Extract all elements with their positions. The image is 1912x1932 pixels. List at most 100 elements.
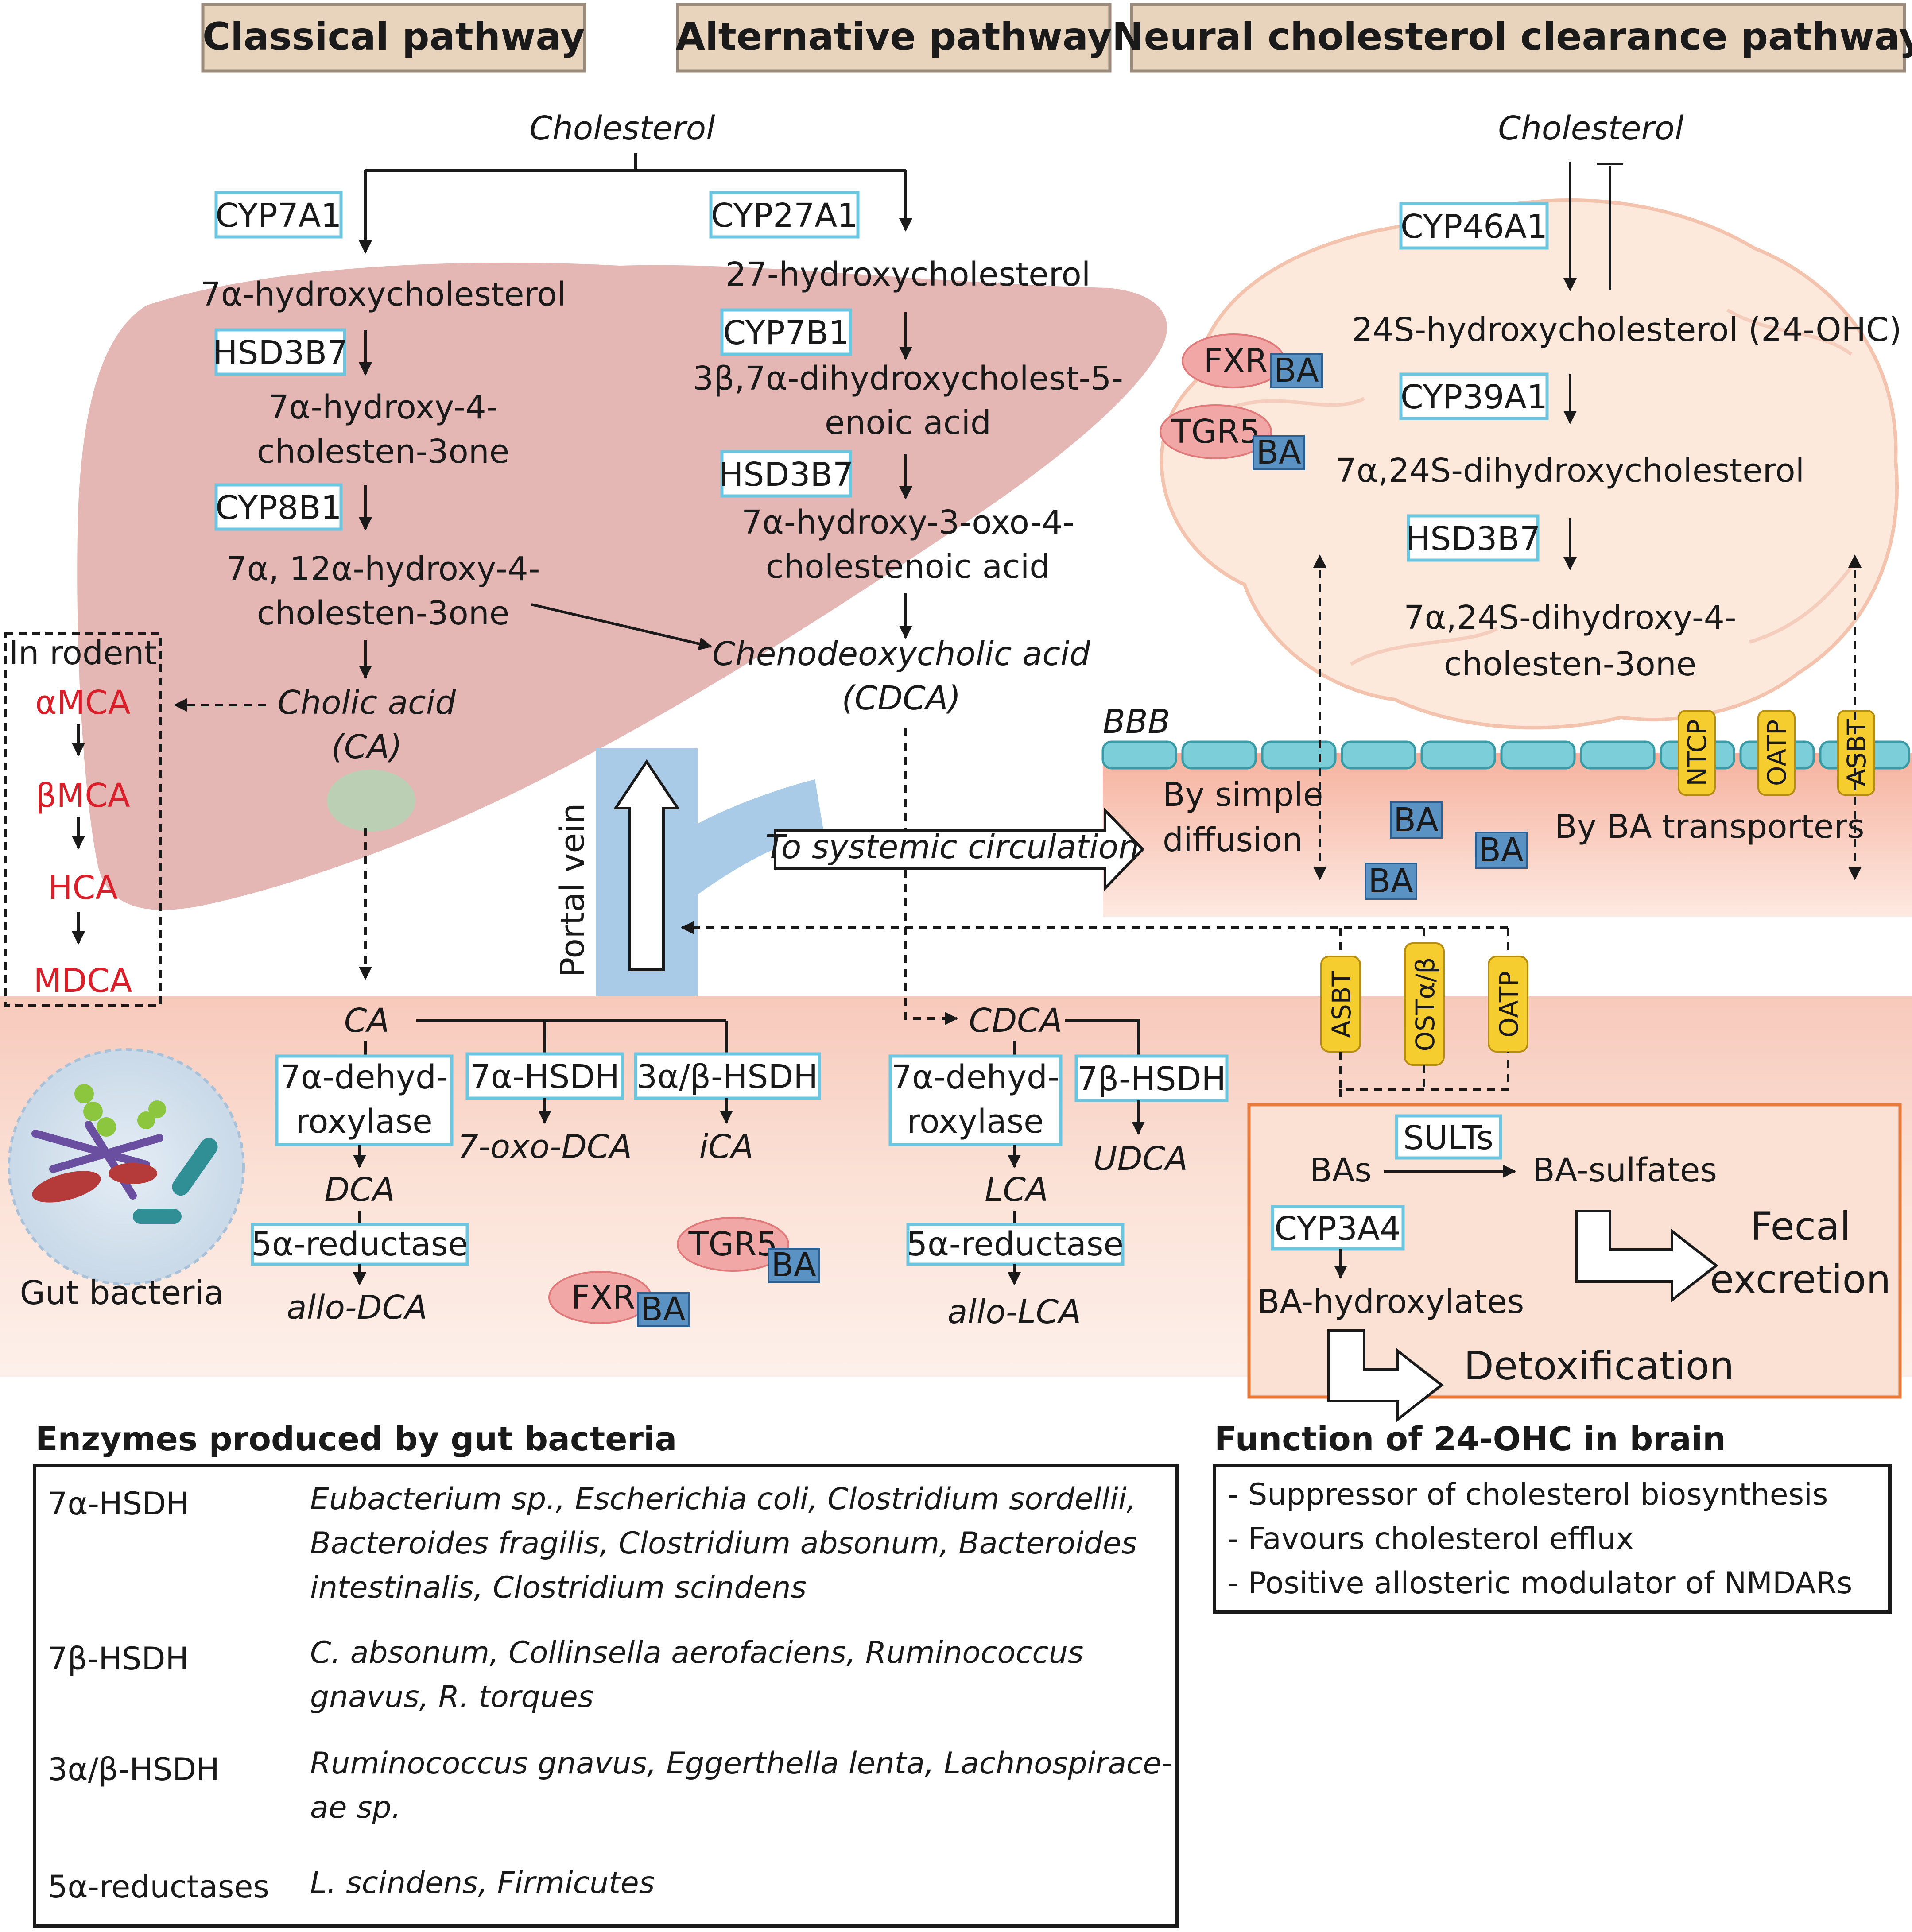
function-item-2: - Favours cholesterol efflux <box>1228 1522 1634 1556</box>
diffusion-line2: diffusion <box>1163 821 1303 859</box>
liver-cholesterol: Cholesterol <box>529 109 715 147</box>
cdca-line1: Chenodeoxycholic acid <box>712 635 1090 673</box>
cyp7b1-label: CYP7B1 <box>723 314 849 352</box>
rodent-item-hca: HCA <box>48 869 118 907</box>
enzymes-table-frame <box>33 1464 1179 1928</box>
hsd3b7-classical-box <box>214 328 346 376</box>
dihydroxycholest-line1: 3β,7α-dihydroxycholest-5- <box>693 360 1123 398</box>
ntcp-transporter <box>1678 710 1716 796</box>
bacteria-cells <box>31 1084 218 1224</box>
cdca-line2: (CDCA) <box>842 679 961 717</box>
cyp7b1-box <box>720 308 852 356</box>
dihydroxy-line2: cholesten-3one <box>257 594 509 632</box>
gallbladder <box>327 770 415 832</box>
classical-header: Classical pathway <box>202 15 585 59</box>
hsd3b7-alt-box <box>720 450 852 498</box>
ba-box-bbb-2 <box>1475 832 1528 869</box>
hsdh7a-box <box>465 1052 624 1100</box>
fecal-line2: excretion <box>1710 1257 1891 1302</box>
ba-box-bbb-1 <box>1390 801 1443 839</box>
ba-bbb-2: BA <box>1478 831 1524 869</box>
allo-lca-label: allo-LCA <box>947 1293 1081 1331</box>
ba-bbb-1: BA <box>1393 801 1439 839</box>
cyp3a4-box <box>1271 1205 1405 1251</box>
bacterium <box>133 1209 182 1224</box>
dehydroxylase-b-box <box>888 1054 1063 1146</box>
alternative-header: Alternative pathway <box>676 15 1112 59</box>
oxo-line2: cholestenoic acid <box>766 548 1051 586</box>
ba-box-brain-1 <box>1270 353 1323 388</box>
fecal-line1: Fecal <box>1750 1204 1851 1249</box>
bbb-cell <box>1420 740 1496 770</box>
bacteria-3ab-line2: ae sp. <box>310 1790 401 1825</box>
bacterium-rod <box>31 1121 163 1200</box>
oatp-gut-label: OATP <box>1494 971 1524 1038</box>
detoxification-label: Detoxification <box>1464 1343 1734 1389</box>
gut-cdca: CDCA <box>969 1002 1063 1040</box>
ba-brain-1: BA <box>1274 352 1319 390</box>
enzyme-name-3ab-hsdh: 3α/β-HSDH <box>48 1751 220 1788</box>
bacterium <box>32 1171 101 1203</box>
ba-gut-2: BA <box>640 1290 686 1328</box>
bbb-cell <box>1341 740 1416 770</box>
dehydroxylase-a-line1: 7α-dehyd- <box>280 1058 448 1096</box>
cyp27a1-label: CYP27A1 <box>711 197 858 235</box>
bacteria-7b-line2: gnavus, R. torques <box>310 1680 593 1715</box>
lca-label: LCA <box>985 1171 1048 1209</box>
cdca-to-gut-arrow <box>904 728 958 1025</box>
return-dash-vert <box>1339 928 1509 956</box>
bacterium <box>109 1163 157 1184</box>
bbb-cell <box>1580 740 1656 770</box>
enzyme-name-5a-reductases: 5α-reductases <box>48 1869 269 1905</box>
coccus <box>137 1111 155 1129</box>
liver-shape <box>77 262 1167 910</box>
function-box-title: Function of 24-OHC in brain <box>1214 1420 1726 1458</box>
reductase-b-box <box>906 1223 1125 1266</box>
bacteria-5a-line1: L. scindens, Firmicutes <box>310 1866 655 1901</box>
oxo-dca-label: 7-oxo-DCA <box>458 1128 632 1166</box>
rodent-item-bmca: βMCA <box>35 777 130 815</box>
tgr5-receptor-gut <box>677 1217 789 1272</box>
rodent-title: In rodent <box>9 634 157 672</box>
ba-sulfates-label: BA-sulfates <box>1532 1151 1717 1189</box>
cholic-acid-line2: (CA) <box>331 728 402 766</box>
sults-box <box>1395 1114 1502 1160</box>
hsdh7a-label: 7α-HSDH <box>470 1058 620 1096</box>
fxr-brain-label: FXR <box>1204 342 1268 380</box>
rodent-box <box>4 632 162 1007</box>
cyp46a1-box <box>1399 202 1549 250</box>
bacteria-7a-line3: intestinalis, Clostridium scindens <box>310 1570 807 1605</box>
transporters-label: By BA transporters <box>1555 808 1864 846</box>
cyp39a1-box <box>1399 372 1549 420</box>
brain-inhibition-line <box>1597 163 1623 290</box>
classical-header-box <box>201 3 586 73</box>
brain-cholesterol: Cholesterol <box>1498 109 1684 147</box>
dihydroxycholest-line2: enoic acid <box>825 404 991 442</box>
cyp3a4-label: CYP3A4 <box>1275 1210 1401 1248</box>
hsdh7b-label: 7β-HSDH <box>1077 1060 1226 1098</box>
dca-label: DCA <box>324 1171 395 1209</box>
dehydroxylase-a-box <box>275 1054 454 1146</box>
dehydroxylase-b-line1: 7α-dehyd- <box>891 1058 1059 1096</box>
dihydroxychol-label: 7α,24S-dihydroxycholesterol <box>1336 452 1804 490</box>
cyp8b1-label: CYP8B1 <box>215 489 341 527</box>
bbb-cell <box>1181 740 1257 770</box>
cyp46a1-label: CYP46A1 <box>1400 208 1547 246</box>
sults-label: SULTs <box>1403 1119 1493 1157</box>
brain-gyri <box>1230 308 1853 666</box>
neural-header: Neural cholesterol clearance pathway <box>1112 15 1912 59</box>
bbb-cell <box>1101 740 1177 770</box>
gut-ca: CA <box>344 1002 389 1040</box>
fxr-gut-label: FXR <box>571 1278 636 1316</box>
ica-label: iCA <box>699 1128 754 1166</box>
hydroxycholesterol-27: 27-hydroxycholesterol <box>725 256 1091 294</box>
ba-brain-2: BA <box>1256 434 1301 472</box>
dihydroxy-line1: 7α, 12α-hydroxy-4- <box>226 550 540 588</box>
ba-box-gut-2 <box>637 1292 690 1327</box>
bacteria-3ab-line1: Ruminococcus gnavus, Eggerthella lenta, … <box>310 1746 1172 1781</box>
coccus <box>97 1117 116 1137</box>
brain-final-line2: cholesten-3one <box>1444 645 1696 683</box>
hsd3b7-brain-label: HSD3B7 <box>1406 520 1541 558</box>
